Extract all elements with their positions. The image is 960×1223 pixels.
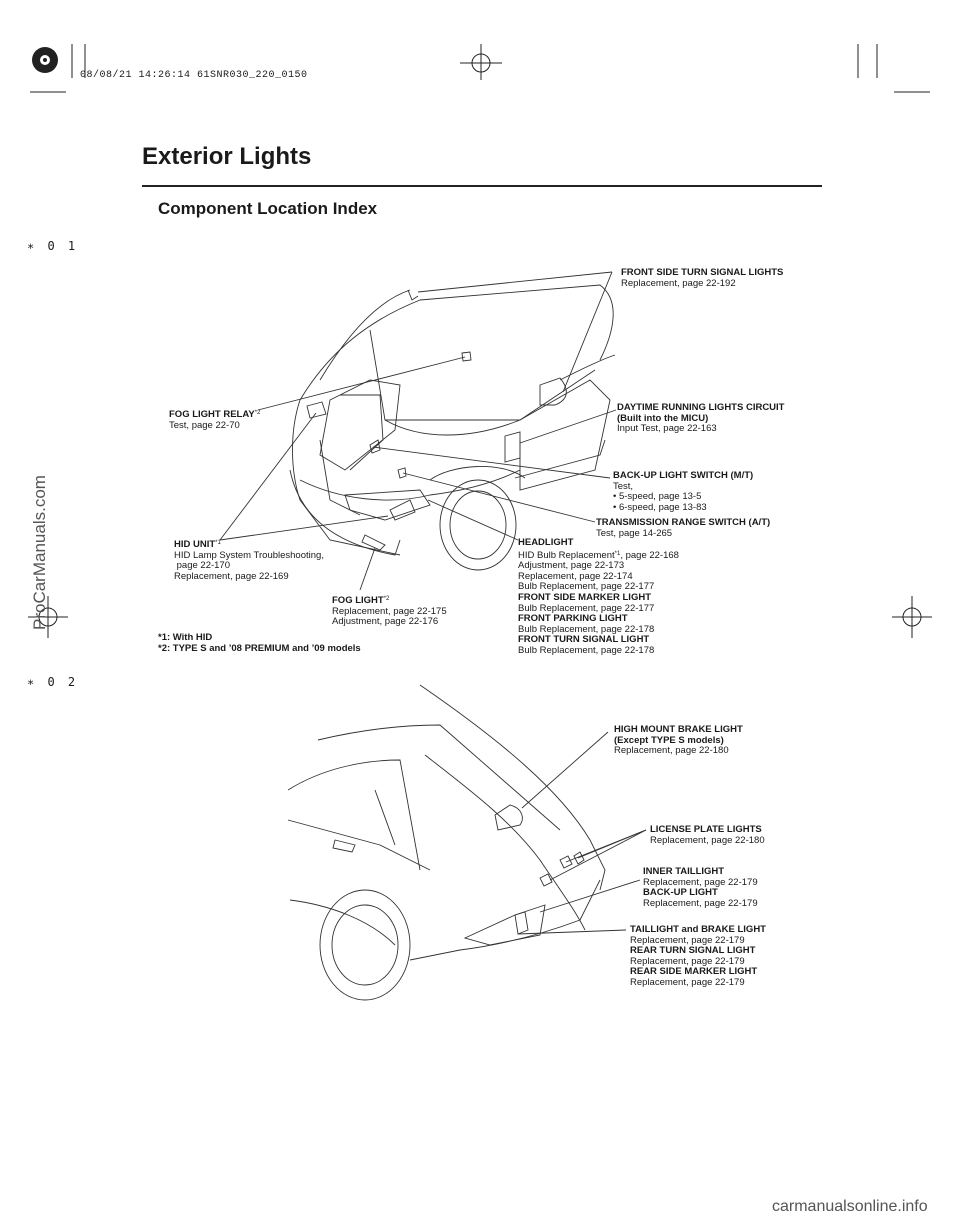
print-stamp: 08/08/21 14:26:14 61SNR030_220_0150 [80, 70, 308, 81]
heading: FOG LIGHT [332, 595, 384, 606]
footnote-ref: *1 [614, 550, 621, 557]
footnote-ref: *2 [254, 410, 261, 416]
registration-target-top-left [32, 47, 58, 73]
ref-line: page 22-170 [174, 560, 230, 572]
heading: FRONT SIDE MARKER LIGHT [518, 591, 651, 603]
heading-note: (Built into the MICU) [617, 412, 709, 424]
ref-line: Replacement, page 22-192 [621, 277, 736, 289]
ref-line: Bulb Replacement, page 22-177 [518, 602, 655, 614]
heading: LICENSE PLATE LIGHTS [650, 824, 762, 835]
ref-line: Replacement, page 22-179 [630, 955, 745, 967]
heading: REAR TURN SIGNAL LIGHT [630, 945, 756, 957]
ref-line: Replacement, page 22-179 [643, 876, 758, 888]
ref-line: Replacement, page 22-180 [650, 834, 765, 846]
heading: TAILLIGHT and BRAKE LIGHT [630, 924, 766, 935]
heading: HEADLIGHT [518, 537, 574, 548]
callout-hid-unit: HID UNIT*1 HID Lamp System Troubleshooti… [174, 538, 324, 582]
ref-line: Adjustment, page 22-176 [332, 616, 439, 628]
ref-line: Input Test, page 22-163 [617, 423, 717, 435]
ref-line: HID Lamp System Troubleshooting, [174, 549, 324, 561]
registration-cross-top [460, 44, 502, 80]
heading: FRONT TURN SIGNAL LIGHT [518, 634, 650, 646]
ref-line: Bulb Replacement, page 22-178 [518, 623, 655, 635]
callout-high-mount-brake-light: HIGH MOUNT BRAKE LIGHT (Except TYPE S mo… [614, 724, 743, 757]
callout-back-up-light-switch: BACK-UP LIGHT SWITCH (M/T) Test, • 5-spe… [613, 470, 754, 513]
footnote-ref: *1 [215, 540, 221, 546]
ref-line: Test, [613, 480, 634, 492]
callout-headlight: HEADLIGHT HID Bulb Replacement*1, page 2… [518, 537, 679, 657]
ref-line: Replacement, page 22-179 [643, 897, 758, 909]
heading: BACK-UP LIGHT [643, 887, 718, 899]
margin-mark-bottom: ∗ 0 2 [27, 675, 79, 689]
ref-line: Replacement, page 22-179 [630, 934, 745, 946]
heading: FRONT SIDE TURN SIGNAL LIGHTS [621, 267, 784, 278]
ref-line: Test, page 22-70 [169, 419, 240, 431]
callout-front-side-turn-signal-lights: FRONT SIDE TURN SIGNAL LIGHTS Replacemen… [621, 267, 784, 289]
ref-line: Replacement, page 22-174 [518, 570, 633, 582]
margin-mark-top: ∗ 0 1 [27, 239, 79, 253]
heading: TRANSMISSION RANGE SWITCH (A/T) [596, 517, 771, 528]
heading: INNER TAILLIGHT [643, 866, 725, 877]
callout-transmission-range-switch: TRANSMISSION RANGE SWITCH (A/T) Test, pa… [596, 517, 771, 539]
callout-daytime-running-lights-circuit: DAYTIME RUNNING LIGHTS CIRCUIT (Built in… [617, 402, 785, 435]
heading: DAYTIME RUNNING LIGHTS CIRCUIT [617, 402, 785, 413]
callout-taillight-and-brake-light: TAILLIGHT and BRAKE LIGHT Replacement, p… [630, 924, 766, 989]
registration-cross-left [28, 596, 68, 638]
callout-fog-light-relay: FOG LIGHT RELAY*2 Test, page 22-70 [169, 408, 260, 431]
ref-line: , page 22-168 [620, 549, 679, 561]
ref-line: • 6-speed, page 13-83 [613, 501, 707, 513]
ref-line: Bulb Replacement, page 22-178 [518, 644, 655, 656]
ref-line: • 5-speed, page 13-5 [613, 491, 702, 503]
ref-line: Replacement, page 22-169 [174, 570, 289, 582]
ref-line: Adjustment, page 22-173 [518, 560, 625, 572]
heading: FRONT PARKING LIGHT [518, 613, 628, 625]
heading: HID UNIT [174, 539, 216, 550]
footnote-ref: *2 [383, 596, 390, 602]
heading: HIGH MOUNT BRAKE LIGHT [614, 724, 743, 735]
callout-license-plate-lights: LICENSE PLATE LIGHTS Replacement, page 2… [650, 824, 765, 846]
ref-line: Replacement, page 22-175 [332, 605, 447, 617]
ref-line: Replacement, page 22-180 [614, 745, 729, 757]
heading: BACK-UP LIGHT SWITCH (M/T) [613, 470, 754, 481]
ref-line: HID Bulb Replacement [518, 549, 615, 561]
heading: FOG LIGHT RELAY [169, 409, 255, 420]
watermark-bottom: carmanualsonline.info [772, 1198, 928, 1215]
footnote-2: *2: TYPE S and ’08 PREMIUM and ’09 model… [158, 642, 361, 654]
heading: REAR SIDE MARKER LIGHT [630, 966, 758, 978]
heading-note: (Except TYPE S models) [614, 734, 724, 746]
registration-cross-right [892, 596, 932, 638]
callout-inner-taillight: INNER TAILLIGHT Replacement, page 22-179… [643, 866, 758, 909]
footnote-1: *1: With HID [158, 632, 213, 643]
ref-line: Bulb Replacement, page 22-177 [518, 581, 655, 593]
callout-fog-light: FOG LIGHT*2 Replacement, page 22-175 Adj… [332, 594, 447, 628]
title-rule [142, 185, 822, 187]
page-title: Exterior Lights [142, 143, 312, 170]
ref-line: Replacement, page 22-179 [630, 976, 745, 988]
footnotes: *1: With HID *2: TYPE S and ’08 PREMIUM … [158, 632, 361, 654]
ref-line: Test, page 14-265 [596, 527, 673, 539]
section-title: Component Location Index [158, 199, 378, 218]
